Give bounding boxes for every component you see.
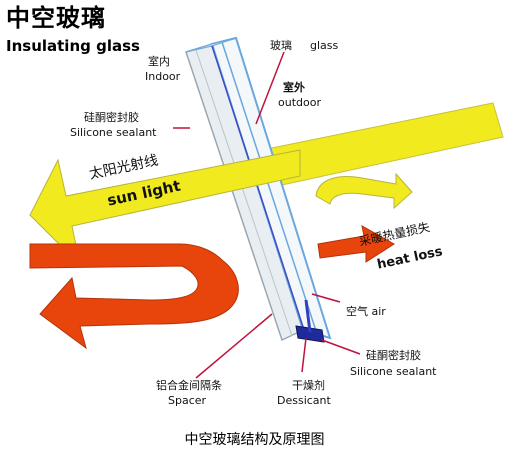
heat-loss-arrow-right bbox=[317, 225, 395, 263]
sealant-right-label-en: Silicone sealant bbox=[350, 365, 437, 378]
pointer-glass bbox=[255, 51, 285, 125]
sunlight-reflect-arrow bbox=[315, 172, 413, 210]
glass-top-edge bbox=[185, 37, 237, 53]
spacer-bar bbox=[295, 325, 325, 343]
inner-glass-edge bbox=[195, 49, 293, 337]
desiccant-fill bbox=[304, 299, 312, 333]
outer-glass-edge bbox=[221, 41, 318, 335]
pointer-air bbox=[311, 293, 341, 303]
spacer-label-en: Spacer bbox=[168, 394, 207, 407]
air-gap-line bbox=[211, 45, 306, 334]
desiccant-label-cn: 干燥剂 bbox=[292, 379, 325, 392]
outdoor-label-en: outdoor bbox=[278, 96, 321, 109]
title-chinese: 中空玻璃 bbox=[6, 4, 106, 32]
indoor-label-en: Indoor bbox=[145, 70, 181, 83]
glass-label-en: glass bbox=[310, 39, 339, 52]
title-english: Insulating glass bbox=[6, 37, 140, 55]
air-label: 空气 air bbox=[346, 305, 386, 318]
heat-loss-arrow-left bbox=[29, 243, 239, 350]
spacer-label-cn: 铝合金间隔条 bbox=[156, 379, 222, 392]
desiccant-label-en: Dessicant bbox=[277, 394, 331, 407]
outdoor-label-cn: 室外 bbox=[283, 81, 305, 94]
pointer-desiccant bbox=[301, 337, 307, 373]
pointer-spacer bbox=[195, 313, 273, 379]
diagram-caption: 中空玻璃结构及原理图 bbox=[184, 432, 325, 448]
indoor-label-cn: 室内 bbox=[148, 55, 170, 68]
pointer-sealant-right bbox=[321, 339, 361, 355]
sealant-left-label-en: Silicone sealant bbox=[70, 126, 157, 139]
sealant-left-label-cn: 硅酮密封胶 bbox=[84, 111, 139, 124]
glass-label-cn: 玻璃 bbox=[270, 39, 292, 52]
sunlight-arrow bbox=[29, 149, 301, 267]
sealant-right-label-cn: 硅酮密封胶 bbox=[366, 349, 421, 362]
